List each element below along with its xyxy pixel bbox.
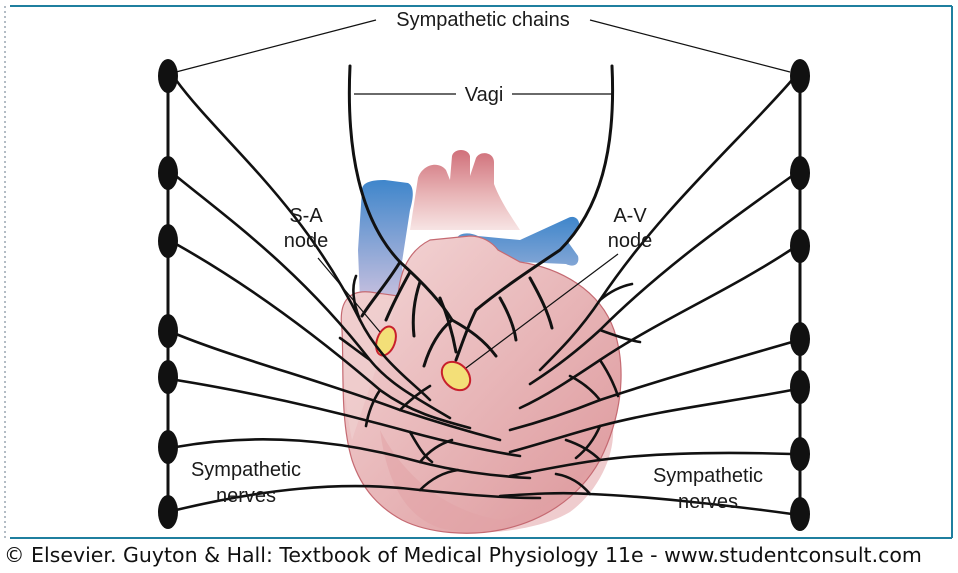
ganglion-left-3 [158, 224, 178, 258]
sympathetic-chain-right [790, 59, 810, 531]
ganglion-right-3 [790, 229, 810, 263]
ganglion-right-2 [790, 156, 810, 190]
ganglion-left-1 [158, 59, 178, 93]
sympathetic-chains-label: Sympathetic chains [396, 9, 569, 31]
chains-leader-left [176, 20, 376, 72]
ganglion-left-7 [158, 495, 178, 529]
ganglion-left-4 [158, 314, 178, 348]
av-node-label-line1: A-V [613, 205, 647, 227]
ganglion-left-2 [158, 156, 178, 190]
ganglion-right-4 [790, 322, 810, 356]
copyright-caption: © Elsevier. Guyton & Hall: Textbook of M… [4, 540, 958, 570]
sa-node-label-line2: node [284, 230, 329, 252]
vagi-label: Vagi [465, 84, 504, 106]
chains-leader-right [590, 20, 790, 72]
sympathetic-nerves-left-label-line2: nerves [216, 485, 276, 507]
sa-node-label-line1: S-A [289, 205, 323, 227]
sympathetic-nerves-left-label-line1: Sympathetic [191, 459, 301, 481]
sympathetic-nerves-right-label-line2: nerves [678, 491, 738, 513]
ganglion-left-5 [158, 360, 178, 394]
ganglion-right-1 [790, 59, 810, 93]
sympathetic-nerves-right-label-line1: Sympathetic [653, 465, 763, 487]
av-node-label-line2: node [608, 230, 653, 252]
ganglion-right-5 [790, 370, 810, 404]
sympathetic-chain-left [158, 59, 178, 529]
